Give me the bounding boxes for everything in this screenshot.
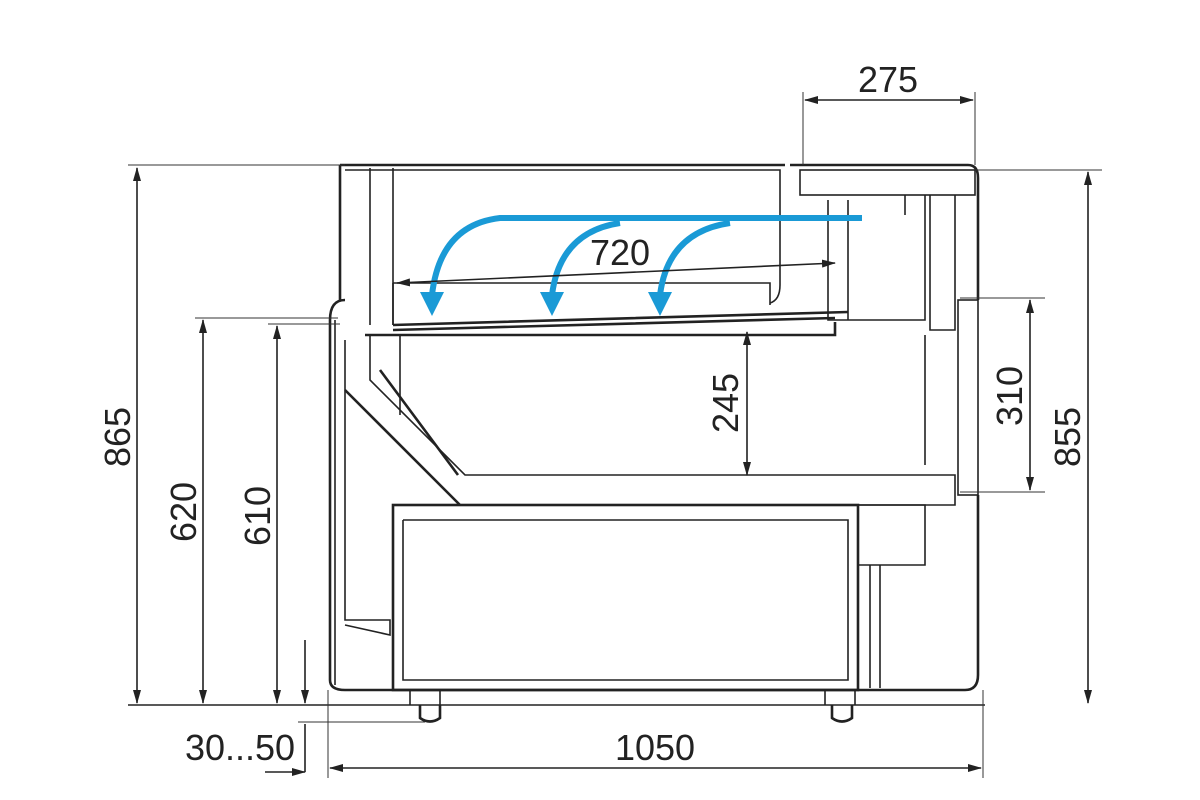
- dim-counter-height-front: 620: [163, 482, 204, 542]
- airflow-arrowhead-icon: [420, 292, 444, 316]
- dim-top-shelf-depth: 275: [858, 59, 918, 100]
- airflow-arrowhead-icon: [540, 292, 564, 316]
- dim-leg-adjust: 30...50: [185, 727, 295, 768]
- dim-display-height: 245: [705, 373, 746, 433]
- dimension-lines: [133, 96, 1092, 772]
- dim-total-height: 865: [97, 407, 138, 467]
- airflow-arrowhead-icon: [648, 292, 672, 316]
- airflow-branch-3: [657, 220, 731, 296]
- dim-display-depth: 720: [590, 232, 650, 273]
- dim-body-height: 855: [1047, 407, 1088, 467]
- dim-counter-height-inner: 610: [237, 486, 278, 546]
- dim-depth: 1050: [615, 727, 695, 768]
- cabinet-outline: [328, 163, 980, 723]
- extension-lines: [128, 92, 1102, 778]
- dim-rear-panel-height: 310: [989, 366, 1030, 426]
